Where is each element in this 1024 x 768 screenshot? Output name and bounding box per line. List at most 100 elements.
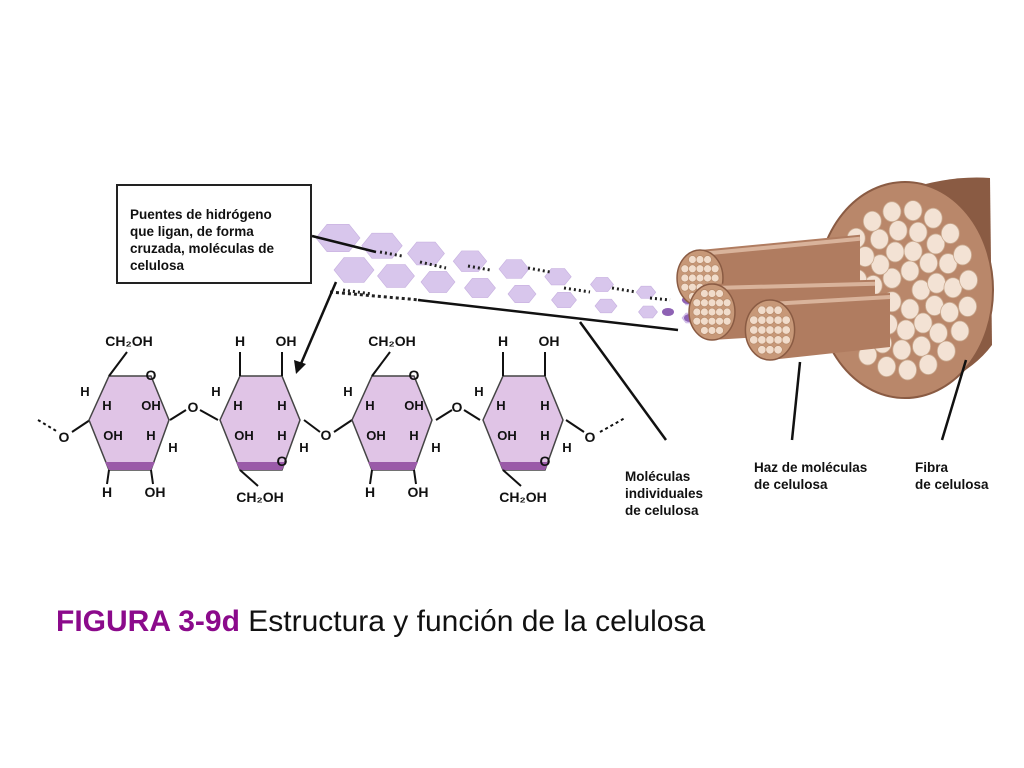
bond	[239, 469, 259, 487]
ring-body	[219, 375, 301, 471]
ch2oh-label: CH₂OH	[368, 333, 415, 349]
bundle-strand	[703, 273, 712, 283]
fiber-cell	[888, 220, 908, 242]
ch2oh-label: CH₂OH	[499, 489, 546, 505]
bond	[371, 351, 391, 377]
bundle-strand	[680, 264, 690, 273]
fiber-cell	[958, 296, 978, 317]
bundle-strand	[703, 255, 712, 264]
label-cellulose-fiber: Fibra de celulosa	[915, 460, 989, 492]
bundle-strand	[757, 305, 767, 315]
bond	[106, 469, 110, 485]
ch2oh-label: CH₂OH	[105, 333, 152, 349]
fiber-cell	[900, 298, 920, 320]
bundle-strand	[773, 305, 783, 315]
bundle-strand	[710, 273, 720, 283]
leader-bundle	[790, 361, 802, 441]
figure-title: Estructura y función de la celulosa	[248, 605, 706, 638]
bundle-highlight	[699, 236, 861, 256]
oxygen-label: O	[452, 399, 463, 415]
bundle-strand	[700, 317, 709, 326]
bundle-strand	[707, 317, 717, 326]
bond	[150, 469, 154, 485]
h-label: H	[211, 384, 220, 399]
bundle-strand	[781, 335, 791, 345]
chain-hexagon	[452, 250, 488, 272]
bundle-strand	[765, 305, 775, 315]
chain-hexagon	[638, 305, 658, 319]
h-label: H	[343, 384, 352, 399]
callout-line: Puentes de hidrógeno	[130, 207, 272, 222]
oh-label: OH	[497, 428, 517, 443]
fiber-cell	[943, 277, 963, 299]
fiber-cell	[896, 319, 916, 341]
bundle-strand	[757, 335, 767, 345]
leader-arrowhead	[294, 360, 306, 374]
leader-fiber	[940, 359, 968, 441]
h-label: H	[540, 398, 549, 413]
chain-hexagon	[420, 271, 456, 293]
ring-oxygen: O	[540, 453, 551, 469]
bundle-strand	[757, 345, 767, 355]
fiber-cell	[885, 241, 905, 263]
bond	[413, 469, 417, 485]
ch2oh-label: CH₂OH	[236, 489, 283, 505]
oh-label: OH	[103, 428, 123, 443]
fiber-cell	[953, 244, 972, 266]
h-label: H	[409, 428, 418, 443]
bundle-strand	[715, 326, 724, 335]
h-label: H	[146, 428, 155, 443]
hydrogen-bond-dots	[329, 290, 421, 302]
ring-body	[482, 375, 564, 471]
ring-bottom-edge	[236, 462, 286, 470]
oh-label: OH	[366, 428, 386, 443]
h-label: H	[365, 484, 375, 500]
bundle-strand	[765, 345, 775, 355]
fiber-cell	[898, 359, 917, 381]
bundle-strand	[765, 325, 775, 335]
bundle-strand	[692, 307, 702, 317]
h-label: H	[498, 333, 508, 349]
bond	[369, 469, 373, 485]
chain-end-left	[37, 419, 59, 433]
fiber-cell	[882, 201, 902, 223]
hydrogen-bond-dots	[467, 264, 491, 272]
glycosidic-bond	[169, 409, 187, 421]
h-label: H	[102, 484, 112, 500]
bundle-strand	[773, 345, 783, 355]
bundle-rod	[770, 293, 890, 360]
figure-caption: FIGURA 3-9d Estructura y función de la c…	[56, 602, 705, 642]
chain-tip	[662, 308, 674, 316]
bond	[502, 469, 522, 487]
bundle-strand	[749, 335, 759, 345]
chain-hexagon	[594, 298, 618, 314]
bundle-strand	[688, 273, 697, 283]
h-label: H	[235, 333, 245, 349]
bundle-strand	[680, 283, 690, 292]
oh-label: OH	[276, 333, 297, 349]
bundle-strand	[781, 325, 791, 335]
bundle-strand	[703, 264, 712, 273]
oh-label: OH	[404, 398, 424, 413]
glycosidic-bond	[333, 419, 353, 433]
bundle-strand	[695, 273, 705, 283]
fiber-cell	[870, 254, 890, 276]
bundle-strand	[680, 273, 690, 283]
hydrogen-bond-callout: Puentes de hidrógeno que ligan, de forma…	[116, 184, 312, 284]
fiber-cell	[900, 260, 920, 282]
ring-oxygen: O	[146, 367, 157, 383]
hydrogen-bond-dots	[379, 250, 403, 258]
cellulose-chain-strands	[315, 224, 699, 324]
bundle-strand	[700, 307, 709, 317]
hydrogen-bond-callout-text: Puentes de hidrógeno que ligan, de forma…	[130, 206, 308, 274]
ring-body	[351, 375, 433, 471]
fiber-cell	[919, 252, 938, 274]
h-label: H	[496, 398, 505, 413]
fiber-cell	[940, 223, 960, 244]
oh-label: OH	[234, 428, 254, 443]
callout-line: celulosa	[130, 258, 185, 273]
chain-hexagon	[407, 241, 445, 266]
